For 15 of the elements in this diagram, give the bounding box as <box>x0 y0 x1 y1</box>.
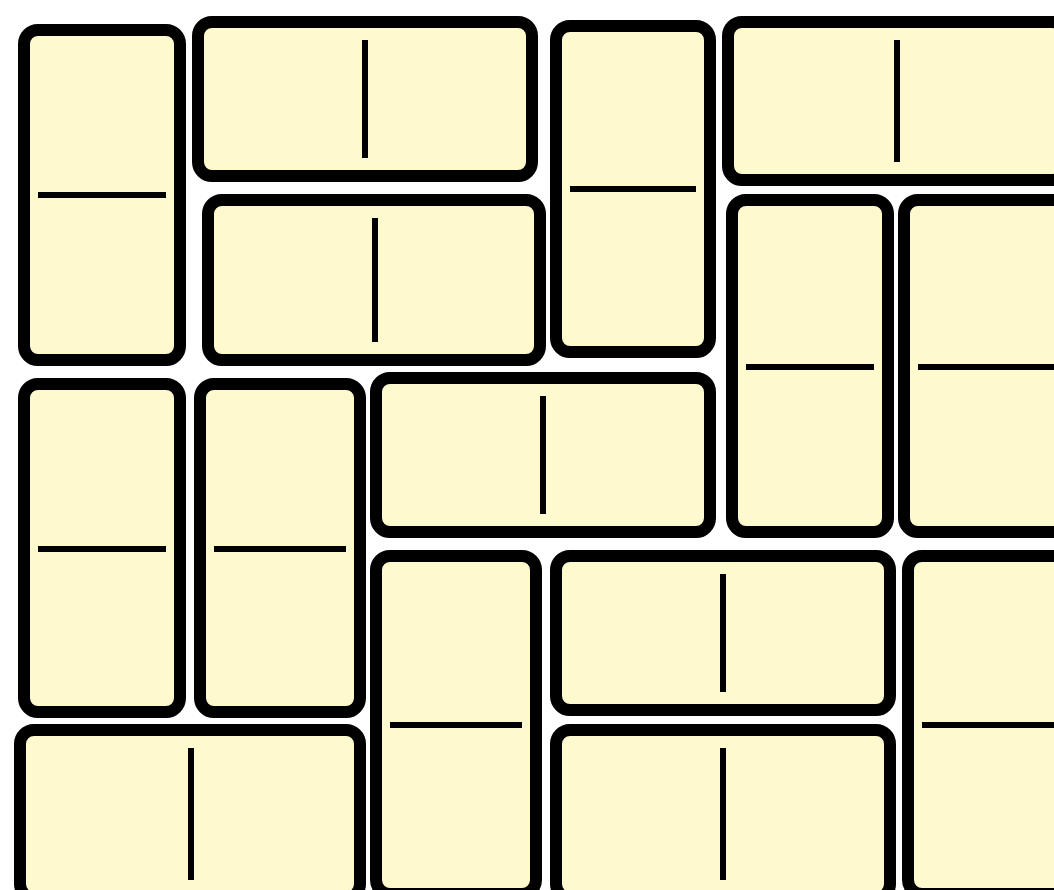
domino-tile <box>722 16 1054 186</box>
domino-tile <box>902 550 1054 890</box>
domino-tile <box>550 724 896 890</box>
domino-tile <box>726 194 894 538</box>
domino-tile <box>370 372 716 538</box>
domino-tile <box>550 550 896 716</box>
domino-tile <box>192 16 538 182</box>
domino-tile <box>18 24 186 366</box>
domino-tile <box>370 550 542 890</box>
domino-tile <box>18 378 186 718</box>
domino-tile <box>898 194 1054 538</box>
domino-tile <box>550 20 716 358</box>
domino-tile <box>194 378 366 718</box>
domino-tile <box>202 194 546 366</box>
domino-tile <box>14 724 366 890</box>
